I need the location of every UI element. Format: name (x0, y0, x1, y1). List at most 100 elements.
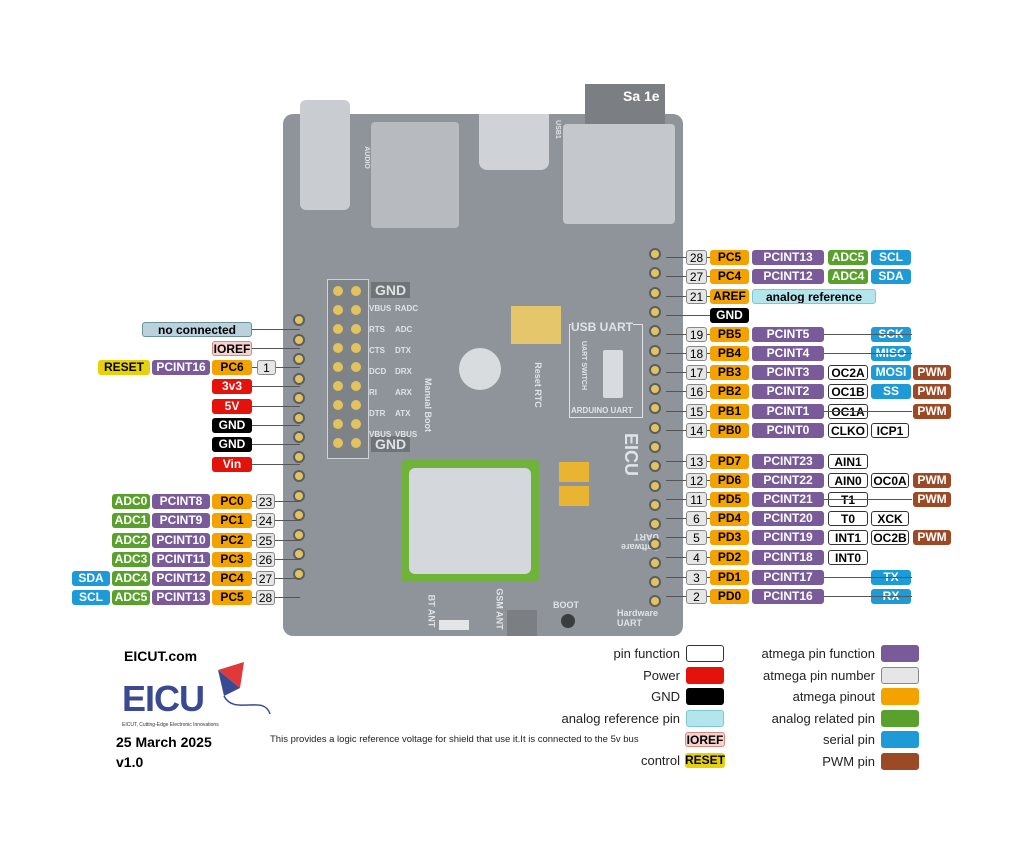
uart-left-text: VBUS (369, 304, 392, 313)
power-pin-label: PC6 (212, 360, 252, 375)
pin-pcint-label: PCINT1 (752, 404, 824, 419)
pin-leader-left (252, 329, 300, 330)
header-pin (649, 344, 661, 357)
uart-switch (603, 350, 623, 398)
pin-number-label: 27 (686, 269, 707, 284)
legend-swatch-right-0 (881, 645, 919, 662)
header-pin (293, 528, 305, 541)
pin-func-label: XCK (871, 511, 909, 526)
legend-label-right-1: atmega pin number (762, 667, 875, 683)
pin-number-label: 12 (686, 473, 707, 488)
uart-left-text: CTS (369, 346, 385, 355)
pin-number-label: 6 (686, 511, 707, 526)
boot-button (561, 614, 575, 628)
pin-port-label: PB2 (710, 384, 749, 399)
crystal (511, 306, 561, 344)
legend-swatch-right-3 (881, 709, 919, 727)
pin-pcint-label: PCINT16 (152, 360, 210, 375)
bt-antenna (439, 620, 469, 630)
reset-rtc-label: Reset RTC (532, 362, 543, 408)
jumper-pin (351, 343, 361, 353)
uart-left-text: RI (369, 388, 377, 397)
pin-leader-left (252, 386, 300, 387)
pin-pcint-label: PCINT12 (152, 571, 210, 586)
pin-reset-label: RESET (98, 360, 150, 375)
pin-serial-label: SS (871, 384, 911, 399)
pin-pcint-label: PCINT20 (752, 511, 824, 526)
pin-number-label: 19 (686, 327, 707, 342)
legend-label-right-2: atmega pinout (792, 689, 875, 704)
header-pin (649, 286, 661, 299)
brand-tagline: EICUT, Cutting-Edge Electronic Innovatio… (122, 722, 219, 728)
pin-port-label: PC5 (710, 250, 749, 265)
ioref-note: This provides a logic reference voltage … (270, 734, 639, 745)
header-pin (649, 305, 661, 318)
arduino-uart-label: ARDUINO UART (571, 406, 633, 415)
pin-leader-left (252, 425, 300, 426)
gnd-top-label: GND (371, 282, 411, 298)
power-pin-label: 3v3 (212, 379, 252, 394)
pin-pcint-label: PCINT12 (752, 269, 824, 284)
pin-port-label: PD4 (710, 511, 749, 526)
uart-right-text: ADC (395, 325, 413, 334)
legend-label-left-0: pin function (613, 646, 681, 661)
header-pin (293, 392, 305, 404)
pin-leader-gap (824, 411, 912, 412)
legend-swatch-right-1 (881, 666, 919, 684)
uart-right-text: ARX (395, 388, 412, 397)
sd-label: Sa 1e (623, 88, 660, 104)
pin-leader-gap (824, 499, 912, 500)
uart-right-text: DRX (395, 367, 412, 376)
pin-number-label: 26 (256, 552, 275, 567)
pin-func-label: OC2A (828, 365, 868, 380)
jumper-pin (333, 362, 343, 372)
header-pin (293, 431, 305, 443)
pin-number-label: 5 (686, 530, 707, 545)
usb1-label: USB1 (553, 120, 561, 139)
pin-func-label: INT1 (828, 530, 868, 545)
pin-leader-gap (824, 596, 912, 597)
pin-pcint-label: PCINT21 (752, 492, 824, 507)
header-pin (293, 353, 305, 365)
gsm-ant-label: GSM ANT (494, 588, 505, 630)
pin-pwm-label: PWM (913, 473, 951, 488)
uart-left-text: VBUS (369, 430, 392, 439)
sd-slot (563, 124, 675, 224)
uart-right-text: DTX (395, 346, 411, 355)
pin-port-label: PC4 (710, 269, 749, 284)
uart-right-text: VBUS (395, 430, 418, 439)
uart-right-text: RADC (395, 304, 419, 313)
pin-func-label: OC1B (828, 384, 868, 399)
pin-aref-label: analog reference (752, 289, 876, 304)
jumper-pin (351, 419, 361, 429)
pin-serial-label: SDA (72, 571, 110, 586)
pin-serial-label: SCL (871, 250, 911, 265)
pin-port-label: PD2 (710, 550, 749, 565)
pin-number-label: 23 (256, 494, 275, 509)
left-header-strip (291, 314, 311, 610)
pin-pwm-label: PWM (913, 365, 951, 380)
header-pin (649, 518, 661, 531)
header-pin (293, 411, 305, 424)
control-legend-label: control (640, 753, 680, 768)
pin-leader-gap (824, 334, 912, 335)
pin-port-label: PC5 (212, 590, 252, 605)
pin-analog-label: ADC2 (112, 533, 150, 548)
pin-port-label: PD5 (710, 492, 749, 507)
power-pin-label: IOREF (212, 341, 252, 356)
pin-pcint-label: PCINT13 (752, 250, 824, 265)
pin-leader-right (666, 315, 740, 316)
right-header-strip (647, 248, 675, 608)
pin-number-label: 3 (686, 570, 707, 585)
pin-port-label: PD7 (710, 454, 749, 469)
pin-number-label: 15 (686, 404, 707, 419)
power-pin-label: GND (212, 437, 252, 452)
hardware-uart-label: Hardware UART (617, 608, 659, 628)
control-legend-tag: RESET (685, 753, 725, 768)
pin-pcint-label: PCINT4 (752, 346, 824, 361)
pin-leader-left (252, 559, 300, 560)
pin-pcint-label: PCINT18 (752, 550, 824, 565)
pin-pcint-label: PCINT23 (752, 454, 824, 469)
pin-port-label: AREF (710, 289, 749, 304)
jumper-pin (333, 286, 343, 296)
